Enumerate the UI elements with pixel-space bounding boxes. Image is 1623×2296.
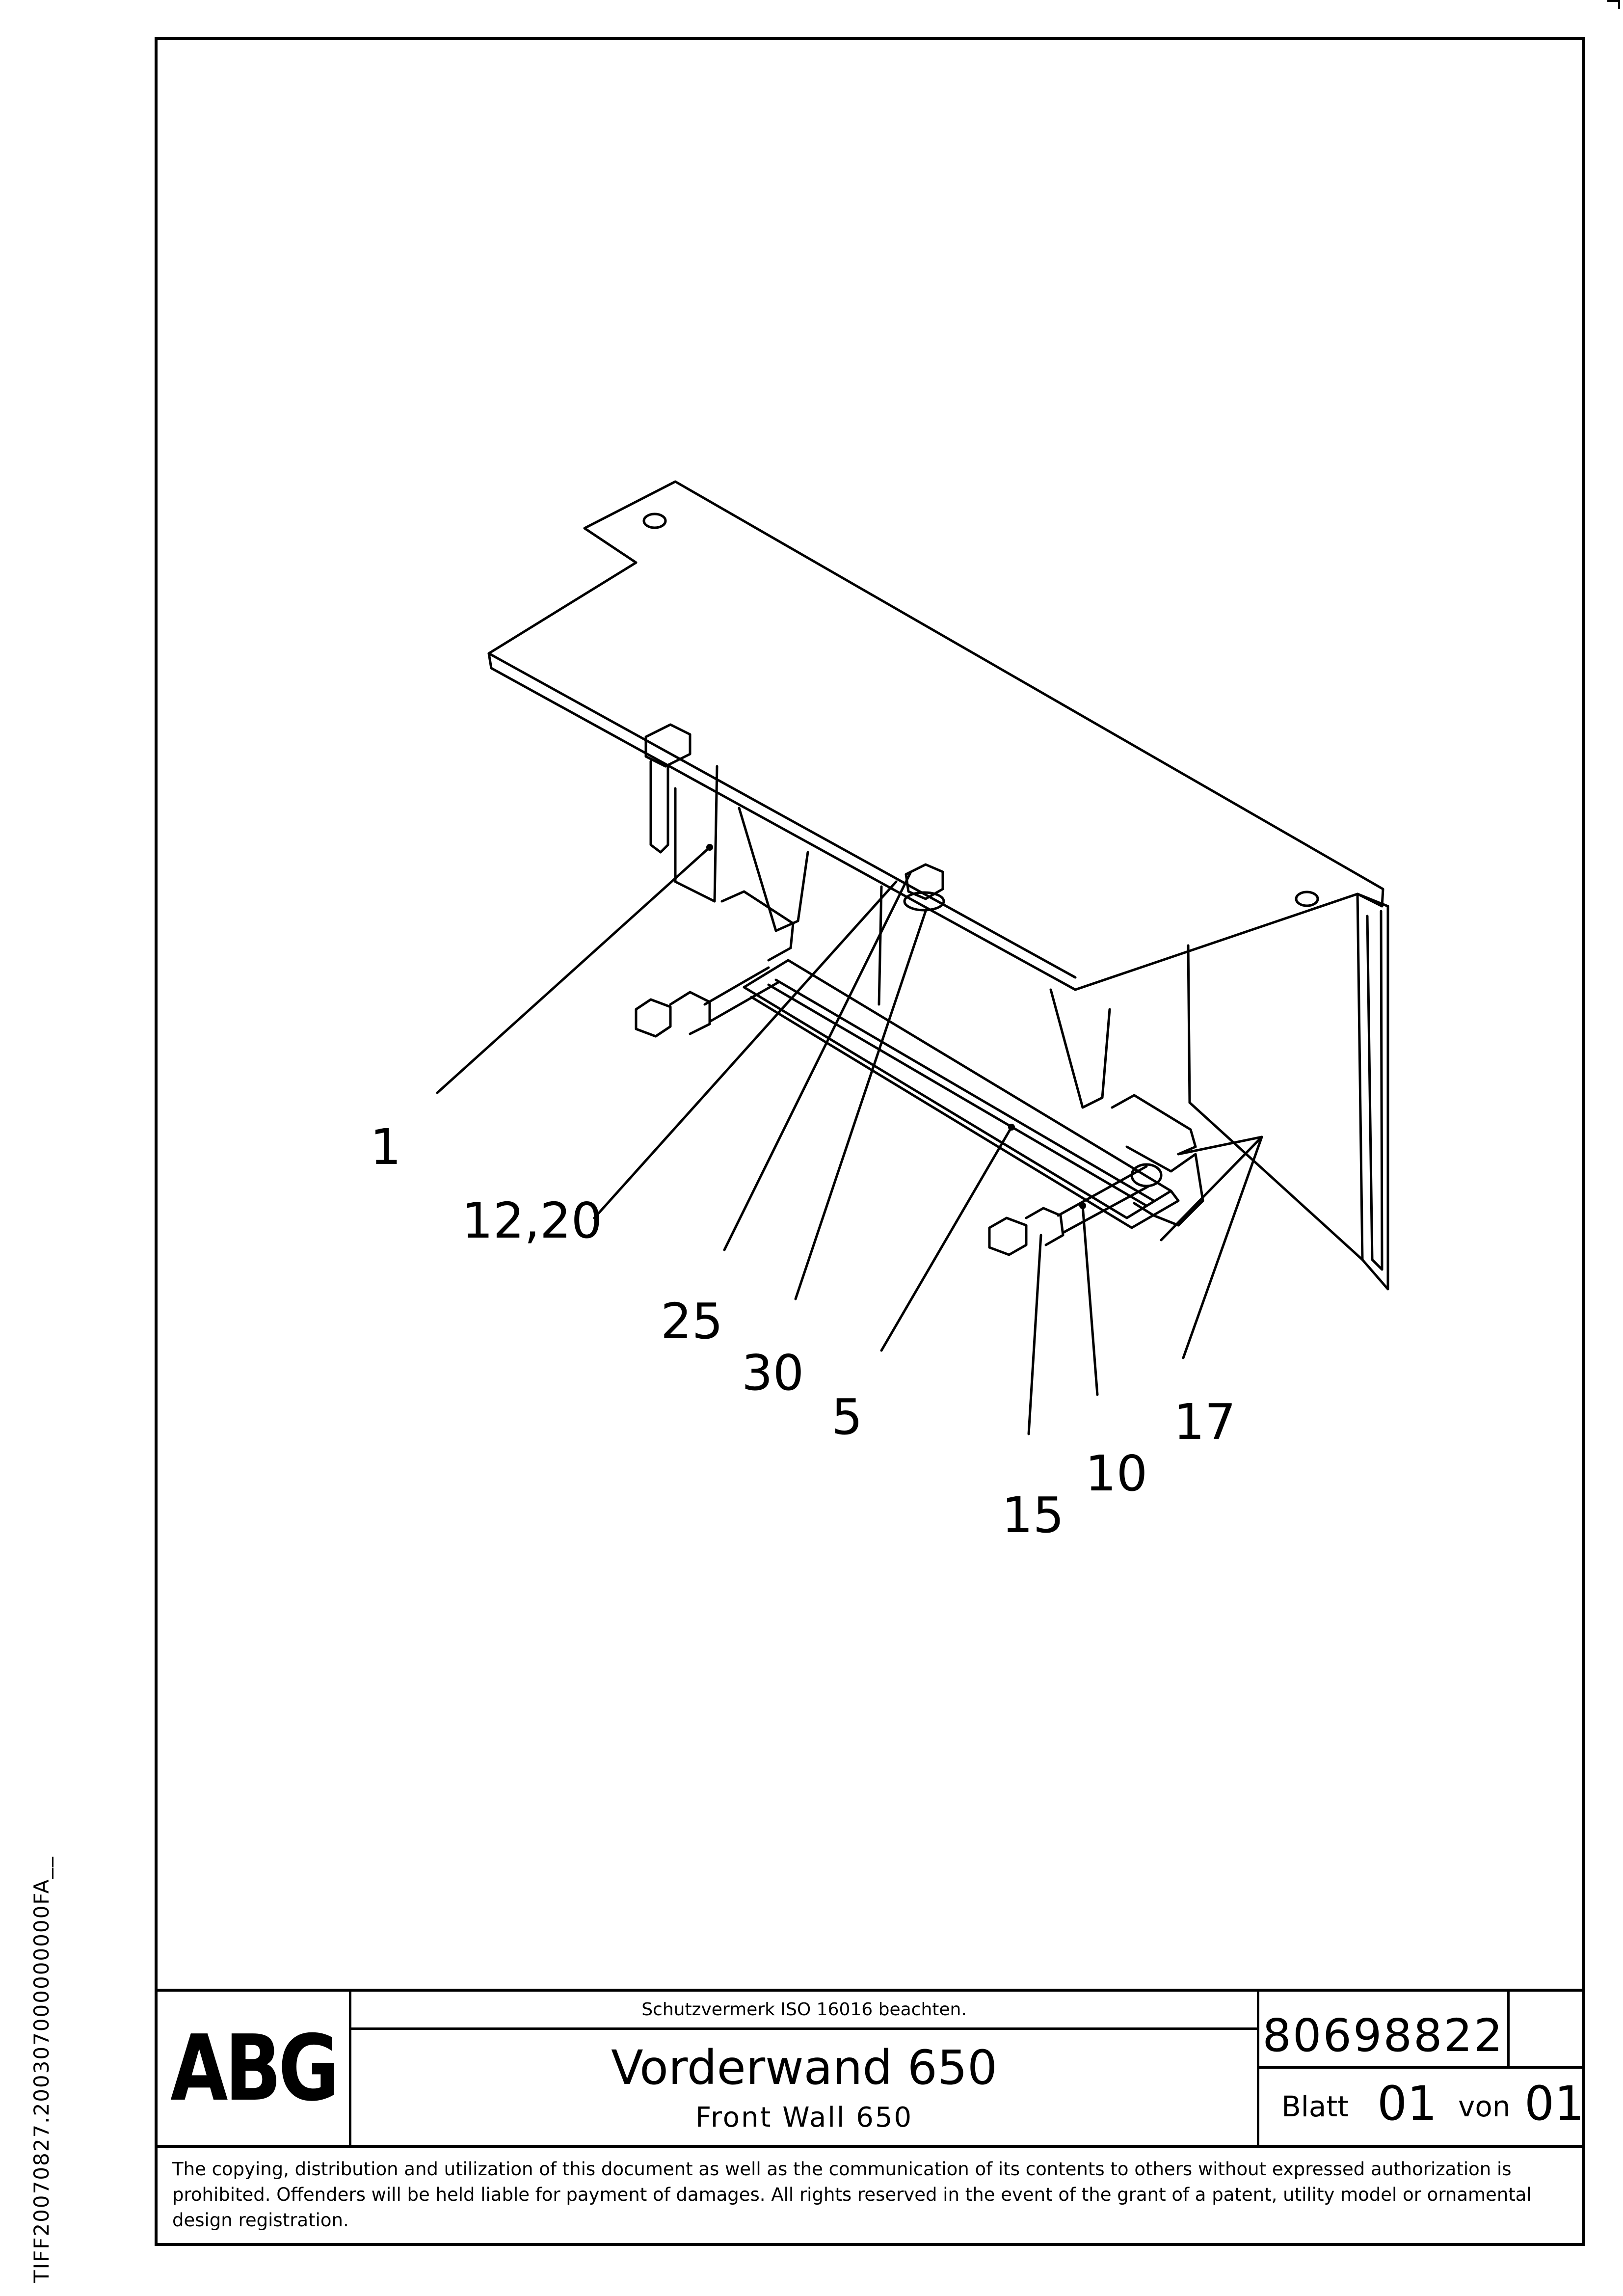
callout-12-20: 12,20 — [462, 1192, 602, 1249]
center-bolt — [905, 863, 944, 900]
sheet-total: 01 — [1524, 2076, 1585, 2131]
front-wall-assembly-drawing: 1 12,20 25 30 5 17 10 15 — [370, 480, 1389, 1544]
center-support — [1049, 988, 1111, 1109]
of-label: von — [1458, 2090, 1511, 2123]
copyright-notice: The copying, distribution and utilizatio… — [158, 2145, 1582, 2243]
callout-15: 15 — [1002, 1486, 1064, 1544]
drawing-sheet: 1 12,20 25 30 5 17 10 15 ABG Schutzverme… — [155, 37, 1585, 2246]
document-number: 80698822 — [1259, 1992, 1510, 2066]
title-block: ABG Schutzvermerk ISO 16016 beachten. Vo… — [158, 1989, 1585, 2145]
callout-point-10 — [1079, 1202, 1086, 1209]
callout-10: 10 — [1085, 1445, 1147, 1502]
sheet-number: 01 — [1377, 2076, 1437, 2131]
protection-notice: Schutzvermerk ISO 16016 beachten. — [351, 1992, 1257, 2030]
callout-30: 30 — [742, 1344, 804, 1402]
callout-5: 5 — [831, 1388, 863, 1446]
right-flange — [1356, 892, 1389, 1291]
top-plate — [487, 480, 1384, 991]
sheet-counter: Blatt 01 von 01 — [1259, 2069, 1585, 2145]
side-file-code: TIFF20070827.200307000000000FA__ — [29, 1856, 53, 2283]
title-area: Schutzvermerk ISO 16016 beachten. Vorder… — [351, 1992, 1259, 2145]
left-adjust-screw — [635, 998, 672, 1038]
callout-17: 17 — [1173, 1393, 1236, 1451]
plate-hole-left — [642, 513, 667, 529]
left-bracket — [674, 765, 718, 903]
callout-point-1 — [706, 844, 713, 851]
plate-hole-right — [1295, 891, 1319, 907]
left-bolt — [644, 723, 692, 768]
drawing-title-english: Front Wall 650 — [695, 2102, 913, 2134]
callout-1: 1 — [370, 1118, 401, 1176]
company-logo: ABG — [158, 1992, 351, 2145]
document-info: 80698822 Blatt 01 von 01 — [1259, 1992, 1585, 2145]
sheet-label: Blatt — [1281, 2090, 1349, 2123]
logo-text: ABG — [170, 2015, 339, 2121]
sheet-corner-mark — [1607, 0, 1620, 9]
drawing-title-german: Vorderwand 650 — [611, 2040, 998, 2095]
right-adjust-screw — [988, 1216, 1028, 1256]
rail-end-clamp — [1125, 1145, 1204, 1227]
callout-point-5 — [1008, 1124, 1015, 1131]
callout-25: 25 — [661, 1293, 723, 1350]
